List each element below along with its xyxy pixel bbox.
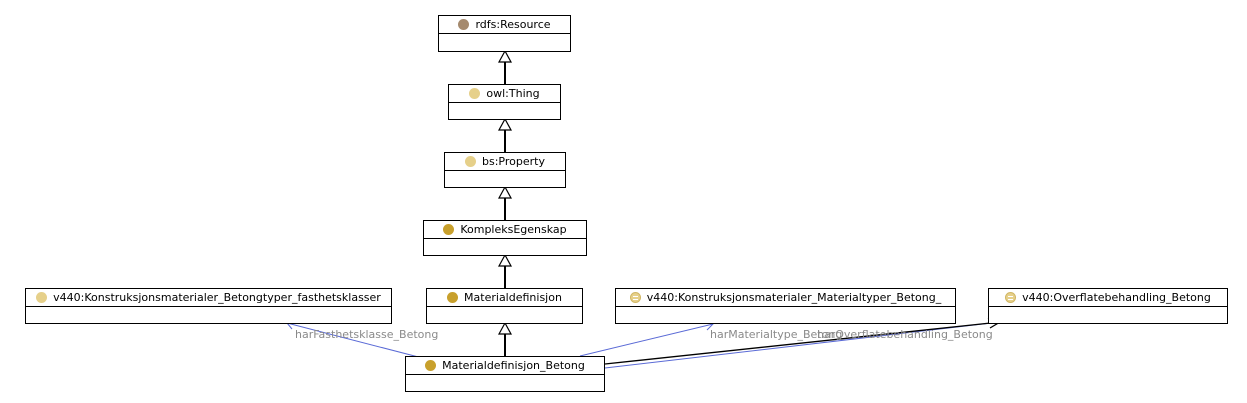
edge-label-har-materialtype: harMaterialtype_Betong (710, 328, 843, 341)
node-label: Materialdefinisjon (464, 291, 562, 304)
node-label: bs:Property (482, 155, 545, 168)
overflate-black-edge (604, 317, 1002, 365)
node-label: owl:Thing (486, 87, 540, 100)
arrowhead-kompleks (497, 253, 513, 267)
node-kompleks-egenskap[interactable]: KompleksEgenskap (423, 220, 587, 256)
equivalent-class-icon (629, 292, 641, 303)
arrowhead-property (497, 185, 513, 199)
inheritance-edges (497, 49, 513, 356)
class-dot-light-icon (36, 292, 48, 303)
class-dot-brown-icon (458, 19, 470, 30)
edge-har-overflatebehandling-blue (604, 321, 1001, 369)
class-dot-dark-icon (425, 360, 437, 371)
edge-har-overflatebehandling (604, 321, 1001, 365)
node-label: v440:Overflatebehandling_Betong (1022, 291, 1211, 304)
class-dot-dark-icon (447, 292, 459, 303)
node-materialdefinisjon-betong[interactable]: Materialdefinisjon_Betong (405, 356, 605, 392)
edge-har-fasthetsklasse (286, 322, 431, 361)
node-materialtyper-betong[interactable]: v440:Konstruksjonsmaterialer_Materialtyp… (615, 288, 956, 324)
node-label: rdfs:Resource (475, 18, 551, 31)
node-label: KompleksEgenskap (460, 223, 567, 236)
node-label: Materialdefinisjon_Betong (442, 359, 585, 372)
arrowhead-materialdef (497, 321, 513, 335)
node-label: v440:Konstruksjonsmaterialer_Materialtyp… (646, 291, 942, 304)
node-betongtyper-fasthetsklasser[interactable]: v440:Konstruksjonsmaterialer_Betongtyper… (25, 288, 392, 324)
class-dot-dark-icon (443, 224, 455, 235)
node-rdfs-resource[interactable]: rdfs:Resource (438, 15, 571, 52)
node-label: v440:Konstruksjonsmaterialer_Betongtyper… (53, 291, 381, 304)
edge-label-har-fasthetsklasse: harFasthetsklasse_Betong (295, 328, 439, 341)
node-bs-property[interactable]: bs:Property (444, 152, 566, 188)
arrowhead-resource (497, 49, 513, 63)
class-dot-light-icon (469, 88, 481, 99)
edge-har-materialtype (579, 323, 714, 357)
equivalent-class-icon (1005, 292, 1017, 303)
node-overflatebehandling-betong[interactable]: v440:Overflatebehandling_Betong (988, 288, 1228, 324)
node-owl-thing[interactable]: owl:Thing (448, 84, 561, 120)
edge-label-har-overflatebehandling: harOverflatebehandling_Betong (817, 328, 993, 341)
class-dot-light-icon (465, 156, 477, 167)
node-materialdefinisjon[interactable]: Materialdefinisjon (426, 288, 583, 324)
arrowhead-owlthing (497, 117, 513, 131)
